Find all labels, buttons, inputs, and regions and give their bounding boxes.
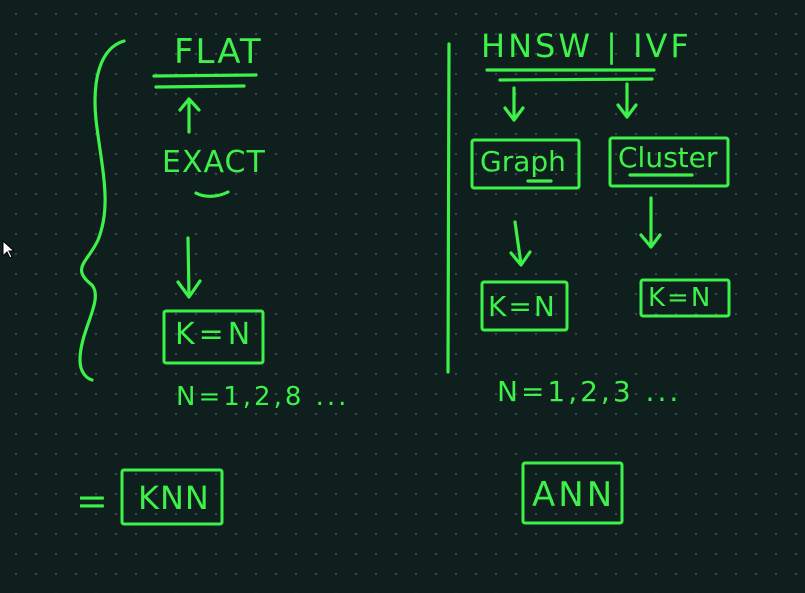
exact-label: EXACT	[162, 145, 266, 180]
ann-label: ANN	[532, 475, 616, 515]
flat-underline-top	[152, 73, 258, 78]
flat-underline-bottom	[154, 84, 246, 89]
knn-label: KNN	[138, 479, 210, 517]
down-arrow-icon	[509, 220, 532, 267]
graph-label: Graph	[480, 145, 566, 178]
cluster-box	[608, 136, 730, 188]
exact-underline	[194, 190, 230, 198]
knn-box	[120, 468, 224, 526]
graph-box	[470, 138, 581, 190]
flat-heading: FLAT	[174, 32, 263, 72]
ann-n-values: N=1,2,3 ...	[497, 375, 682, 408]
down-arrow-icon	[176, 236, 202, 299]
hnsw-underline-bottom	[498, 77, 654, 82]
cluster-label: Cluster	[618, 141, 718, 174]
down-arrow-icon	[616, 82, 638, 119]
graph-k-box	[480, 280, 569, 332]
cluster-k-box	[639, 278, 731, 318]
up-arrow-icon	[178, 97, 201, 134]
curly-brace	[78, 39, 126, 382]
cluster-k-label: K=N	[648, 283, 713, 313]
graph-k-label: K=N	[488, 290, 557, 323]
flat-k-label: K=N	[175, 317, 255, 352]
vertical-divider	[446, 42, 451, 374]
hnsw-ivf-heading: HNSW | IVF	[481, 27, 692, 65]
mouse-pointer-icon	[2, 240, 16, 259]
flat-n-values: N=1,2,8 ...	[176, 382, 350, 412]
equals-sign: =	[76, 479, 110, 523]
ann-box	[521, 461, 624, 525]
down-arrow-icon	[639, 196, 662, 249]
flat-k-box	[162, 309, 265, 365]
down-arrow-icon	[503, 86, 525, 122]
